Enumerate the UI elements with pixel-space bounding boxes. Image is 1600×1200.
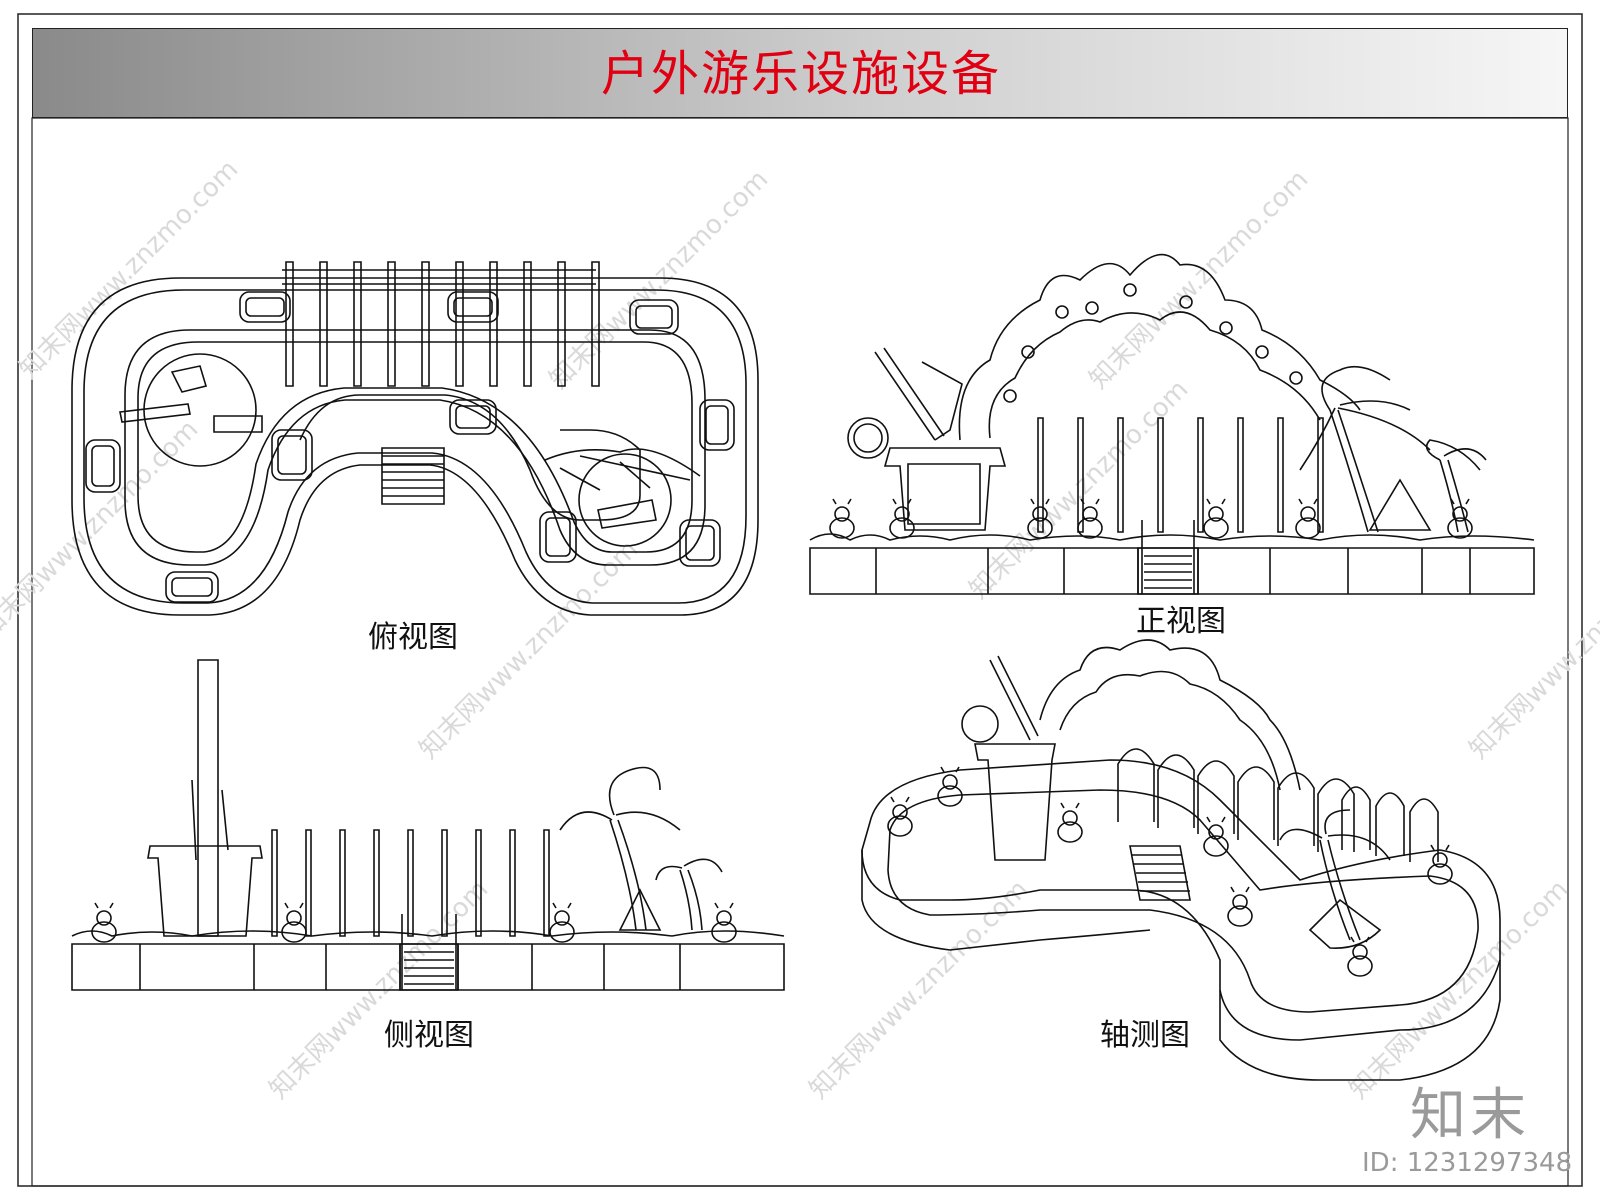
side-view-drawing bbox=[72, 660, 784, 990]
sheet-title: 户外游乐设施设备 bbox=[600, 46, 1001, 102]
svg-text:知末网www.znzmo.com: 知末网www.znzmo.com bbox=[0, 414, 204, 645]
image-id: ID: 1231297348 bbox=[1362, 1148, 1573, 1178]
svg-text:知末网www.znzmo.com: 知末网www.znzmo.com bbox=[1084, 164, 1315, 395]
axon-view-drawing bbox=[862, 640, 1500, 1080]
svg-text:知末网www.znzmo.com: 知末网www.znzmo.com bbox=[544, 164, 775, 395]
brand-logo: 知末 bbox=[1410, 1083, 1530, 1148]
axon-view-label: 轴测图 bbox=[1100, 1018, 1190, 1053]
front-view-drawing bbox=[810, 255, 1534, 594]
front-view-label: 正视图 bbox=[1136, 604, 1226, 639]
svg-text:知末网www.znzmo.com: 知末网www.znzmo.com bbox=[14, 154, 245, 385]
svg-text:知末网www.znzmo.com: 知末网www.znzmo.com bbox=[964, 374, 1195, 605]
sheet-outer-border bbox=[18, 14, 1582, 1186]
svg-text:知末网www.znzmo.com: 知末网www.znzmo.com bbox=[1464, 534, 1600, 765]
sheet-inner-border bbox=[32, 118, 1568, 1186]
side-view-label: 侧视图 bbox=[384, 1018, 474, 1053]
title-banner: 户外游乐设施设备 bbox=[32, 28, 1568, 118]
top-view-label: 俯视图 bbox=[368, 620, 458, 655]
svg-text:知末网www.znzmo.com: 知末网www.znzmo.com bbox=[804, 874, 1035, 1105]
top-view-drawing bbox=[72, 262, 758, 615]
